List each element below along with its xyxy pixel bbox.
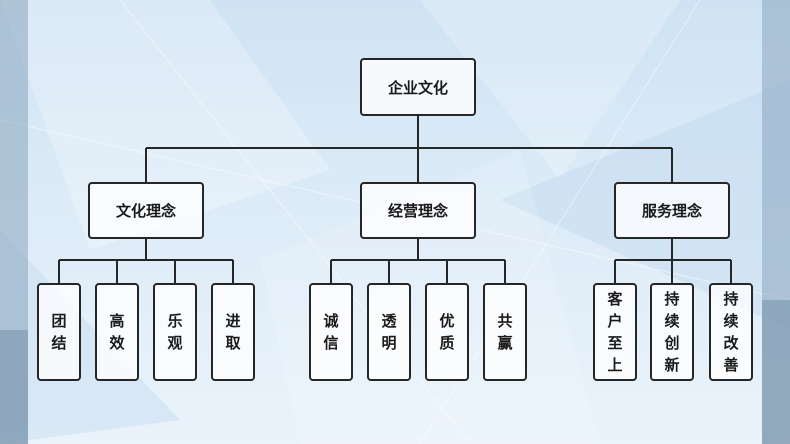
leaf-node: 团结 [37, 283, 81, 381]
leaf-node-label: 持续改善 [723, 290, 739, 374]
leaf-node-label: 共赢 [497, 312, 513, 352]
root-node-label: 企业文化 [387, 78, 448, 97]
leaf-node: 透明 [367, 283, 411, 381]
leaf-node-label: 持续创新 [664, 290, 680, 374]
group-node-service: 服务理念 [614, 182, 730, 239]
group-node-operation: 经营理念 [360, 182, 476, 239]
leaf-node: 诚信 [309, 283, 353, 381]
leaf-node: 客户至上 [593, 283, 637, 381]
leaf-node-label: 团结 [51, 312, 67, 352]
leaf-node-label: 乐观 [167, 312, 183, 352]
leaf-node: 高效 [95, 283, 139, 381]
leaf-node: 持续创新 [650, 283, 694, 381]
group-node-label: 文化理念 [115, 202, 176, 220]
leaf-node-label: 优质 [439, 312, 455, 352]
leaf-node: 共赢 [483, 283, 527, 381]
group-node-label: 服务理念 [641, 202, 702, 220]
leaf-node: 持续改善 [709, 283, 753, 381]
leaf-node-label: 透明 [381, 312, 397, 352]
leaf-node: 优质 [425, 283, 469, 381]
group-node-culture: 文化理念 [88, 182, 204, 239]
leaf-node-label: 诚信 [323, 312, 339, 352]
root-node: 企业文化 [360, 58, 476, 116]
group-node-label: 经营理念 [387, 202, 448, 220]
leaf-node-label: 高效 [109, 312, 125, 352]
leaf-node: 进取 [211, 283, 255, 381]
leaf-node-label: 客户至上 [607, 290, 623, 374]
leaf-node: 乐观 [153, 283, 197, 381]
leaf-node-label: 进取 [225, 312, 241, 352]
